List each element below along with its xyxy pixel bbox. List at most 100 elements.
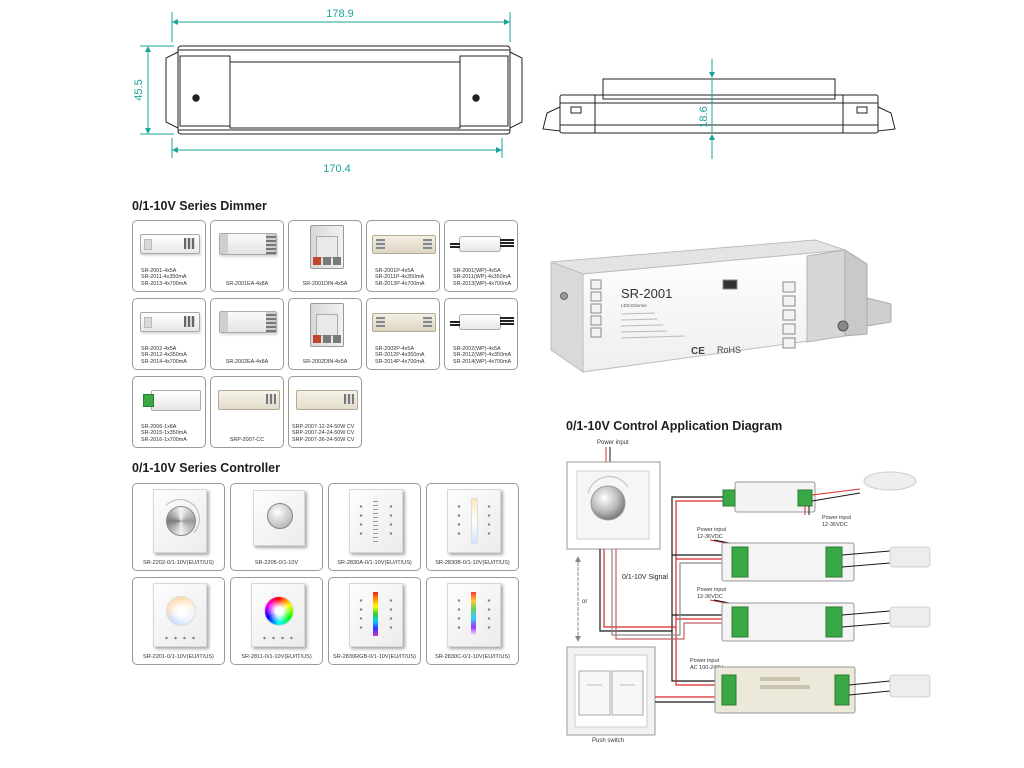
model-line: SR-2016-1x700mA bbox=[141, 436, 187, 443]
rohs-mark: RoHS bbox=[717, 345, 741, 355]
zone-keys bbox=[487, 596, 491, 632]
led-light-icon bbox=[889, 674, 931, 698]
knob-icon bbox=[590, 485, 626, 521]
model-line: SR-2002-4x5A bbox=[141, 345, 177, 352]
model-line: SR-2001P-4x5A bbox=[375, 267, 414, 274]
outer-length-value: 178.9 bbox=[326, 8, 354, 20]
dimmer-product-card: SRP-2007-CC bbox=[210, 376, 284, 448]
controller-product-label: SR-2205-0/1-10V bbox=[254, 560, 299, 566]
controller-product-card: SR-2205-0/1-10V bbox=[230, 483, 323, 571]
rotary-knob-panel-icon bbox=[153, 489, 207, 553]
dimmer-device-illustration bbox=[218, 390, 280, 410]
dimmer-product-card: SR-2001(WP)-4x5A SR-2011(WP)-4x350mA SR-… bbox=[444, 220, 518, 292]
dimmer-section-title: 0/1-10V Series Dimmer bbox=[132, 199, 267, 213]
touch-color-panel-icon bbox=[447, 583, 501, 647]
led-light-icon bbox=[889, 546, 931, 568]
controller-product-card: SR-2830RGB-0/1-10V(EU/IT/US) bbox=[328, 577, 421, 665]
model-line: SR-2012-4x350mA bbox=[141, 352, 187, 359]
rgb-wheel-panel-icon bbox=[251, 583, 305, 647]
model-line: SR-2011-4x350mA bbox=[141, 274, 187, 281]
model-line: SR-2014P-4x700mA bbox=[375, 358, 425, 365]
dimmer-device-3 bbox=[709, 599, 891, 642]
power-input-label: Power input bbox=[822, 515, 852, 521]
dimmer-product-label: SR-2006-1x8A SR-2015-1x350mA SR-2016-1x7… bbox=[141, 424, 187, 443]
dimmer-device-4 bbox=[714, 666, 891, 714]
push-switch-panel bbox=[566, 646, 656, 736]
controller-product-card: SR-2202-0/1-10V(EU/IT/US) bbox=[132, 483, 225, 571]
rgb-slider-icon bbox=[373, 592, 378, 636]
housing-outline bbox=[165, 45, 523, 135]
or-label: or bbox=[582, 599, 587, 605]
zone-keys bbox=[457, 596, 461, 632]
power-input-voltage: 12-36VDC bbox=[822, 522, 848, 528]
model-line: SR-2015-1x350mA bbox=[141, 430, 187, 437]
model-line: SR-2011(WP)-4x350mA bbox=[453, 274, 511, 281]
ce-mark: CE bbox=[691, 346, 705, 357]
height-value: 45.5 bbox=[133, 79, 145, 100]
terminal-block bbox=[797, 489, 813, 507]
controller-product-card: SR-2811-0/1-10V(EU/IT/US) bbox=[230, 577, 323, 665]
rocker-right bbox=[611, 670, 644, 716]
model-line: SR-2002P-4x5A bbox=[375, 345, 414, 352]
output-terminals bbox=[722, 279, 796, 349]
terminal-block bbox=[834, 674, 850, 706]
touch-cct-panel-icon bbox=[447, 489, 501, 553]
dimmer-device-illustration bbox=[310, 225, 344, 269]
input-terminals bbox=[590, 279, 602, 338]
dimmer-product-label: SR-2001-4x5A SR-2011-4x350mA SR-2013-4x7… bbox=[141, 268, 187, 287]
zone-keys bbox=[457, 502, 461, 538]
sr-2001-product-photo: SR-2001 LED-Dimmer CE RoHS bbox=[550, 239, 892, 373]
controller-product-label: SR-2830C-0/1-10V(EU/IT/US) bbox=[435, 654, 510, 660]
dimmer-product-label: SR-2001P-4x5A SR-2011P-4x350mA SR-2013P-… bbox=[375, 268, 424, 287]
rotary-controller-panel bbox=[566, 461, 661, 550]
terminal-block bbox=[825, 546, 843, 578]
color-wheel-panel-icon bbox=[153, 583, 207, 647]
controller-product-label: SR-2830RGB-0/1-10V(EU/IT/US) bbox=[333, 654, 416, 660]
model-line: SR-2014-4x700mA bbox=[141, 358, 187, 365]
push-switch-label: Push switch bbox=[592, 738, 624, 744]
panel-keys bbox=[260, 636, 296, 640]
screw-icon bbox=[837, 320, 849, 332]
model-line: SR-2001(WP)-4x5A bbox=[453, 267, 501, 274]
power-input-label: Power input bbox=[697, 587, 727, 593]
dimmer-device-illustration bbox=[372, 235, 436, 254]
rocker-left bbox=[578, 670, 611, 716]
dimmer-product-label: SRP-2007-CC bbox=[211, 437, 283, 443]
side-housing-outline bbox=[542, 78, 896, 134]
model-line: SR-2014(WP)-4x700mA bbox=[453, 358, 512, 365]
model-line: SR-2013(WP)-4x700mA bbox=[453, 280, 512, 287]
panel-keys bbox=[162, 636, 198, 640]
mounting-length-value: 170.4 bbox=[323, 163, 351, 175]
terminal-block bbox=[722, 489, 736, 507]
dimmer-device-illustration bbox=[296, 390, 358, 410]
dimmer-device-illustration bbox=[310, 303, 344, 347]
controller-product-card: SR-2830C-0/1-10V(EU/IT/US) bbox=[426, 577, 519, 665]
height-dimension: 45.5 bbox=[133, 45, 174, 135]
controller-product-card: SR-2830A-0/1-10V(EU/IT/US) bbox=[328, 483, 421, 571]
cct-wheel-icon bbox=[166, 596, 196, 626]
dimmer-product-label: SR-2002P-4x5A SR-2012P-4x350mA SR-2014P-… bbox=[375, 346, 424, 365]
dimmer-product-card: SR-2001DIN-4x5A bbox=[288, 220, 362, 292]
model-line: SR-2002EA-4x8A bbox=[225, 358, 269, 365]
touch-zone-panel-icon bbox=[349, 489, 403, 553]
controller-product-label: SR-2202-0/1-10V(EU/IT/US) bbox=[143, 560, 214, 566]
mounting-length-dimension: 170.4 bbox=[171, 138, 503, 175]
dimmer-product-label: SR-2001(WP)-4x5A SR-2011(WP)-4x350mA SR-… bbox=[453, 268, 511, 287]
model-line: SR-2001EA-4x8A bbox=[225, 280, 269, 287]
model-line: SRP-2007-CC bbox=[229, 436, 265, 443]
dial-arc bbox=[587, 476, 629, 494]
dimmer-device-2 bbox=[709, 539, 891, 582]
power-input-voltage: 12-36VDC bbox=[697, 594, 723, 600]
rgb-wheel-icon bbox=[264, 596, 294, 626]
model-line: SRP-2007-12-24-50W CV bbox=[292, 423, 355, 430]
power-input-voltage: 12-36VDC bbox=[697, 534, 723, 540]
knob-icon bbox=[267, 503, 293, 529]
dimmer-product-label: SR-2001DIN-4x5A bbox=[289, 281, 361, 287]
application-diagram: Power input 0/1-10V Signal or Push switc… bbox=[566, 440, 931, 744]
controller-product-grid: SR-2202-0/1-10V(EU/IT/US) SR-2205-0/1-10… bbox=[132, 483, 519, 665]
dimmer-device-illustration bbox=[143, 390, 201, 411]
dimmer-product-card: SR-2001-4x5A SR-2011-4x350mA SR-2013-4x7… bbox=[132, 220, 206, 292]
controller-section-title: 0/1-10V Series Controller bbox=[132, 461, 280, 475]
controller-product-label: SR-2830A-0/1-10V(EU/IT/US) bbox=[337, 560, 412, 566]
model-line: SR-2011P-4x350mA bbox=[375, 274, 425, 281]
